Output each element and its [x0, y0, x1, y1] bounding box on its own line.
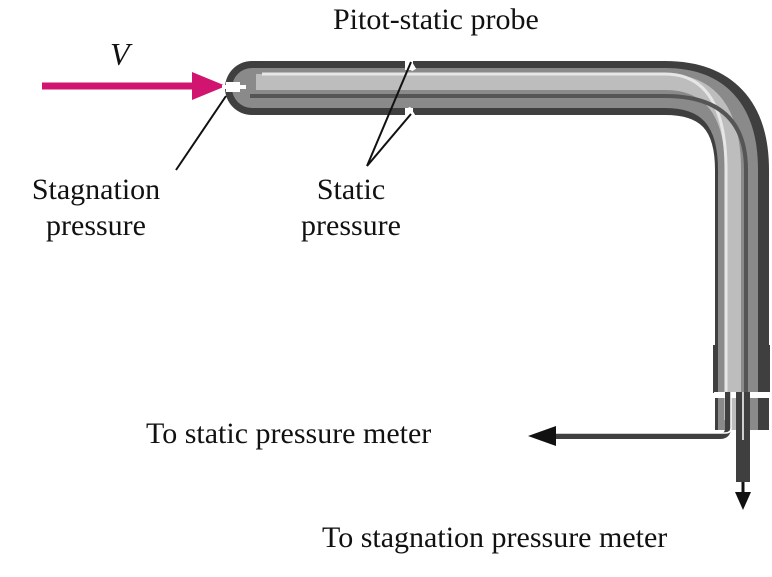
stagnation-label-line2: pressure: [46, 209, 146, 242]
static-meter-label: To static pressure meter: [146, 417, 432, 450]
velocity-label: V: [110, 36, 130, 72]
static-leader-lines: [366, 61, 412, 167]
stagnation-leader-line: [175, 95, 227, 171]
stagnation-pressure-label: Stagnation pressure: [6, 172, 186, 244]
static-label-line2: pressure: [301, 209, 401, 242]
static-outlet-arrow: [528, 426, 556, 446]
stagnation-meter-label: To stagnation pressure meter: [322, 521, 668, 554]
stagnation-outlet-arrow: [735, 482, 751, 510]
stagnation-label-line1: Stagnation: [31, 173, 161, 206]
static-pressure-label: Static pressure: [276, 172, 426, 244]
static-label-line1: Static: [316, 173, 386, 206]
flow-velocity-arrow: [42, 72, 226, 100]
probe-title: Pitot-static probe: [333, 3, 539, 36]
pitot-static-tube: [222, 58, 770, 482]
